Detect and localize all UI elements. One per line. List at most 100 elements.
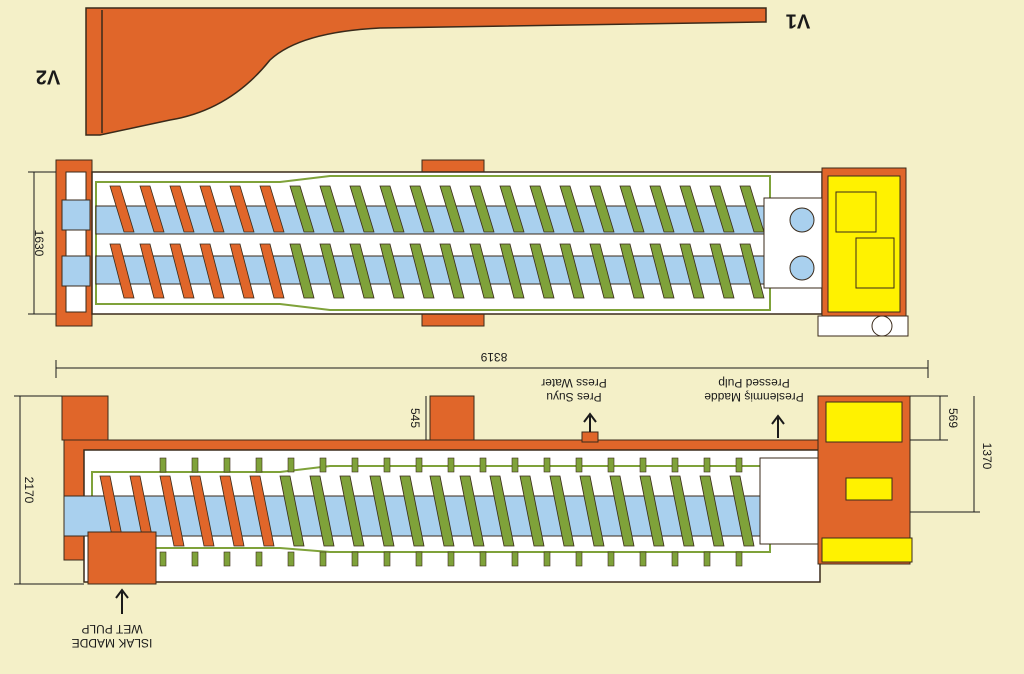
screw-flight xyxy=(469,185,495,233)
screw-flights-top xyxy=(109,185,765,299)
screen-bar xyxy=(351,551,359,567)
screen-bar xyxy=(575,551,583,567)
screen-bar xyxy=(319,457,327,473)
screen-bar xyxy=(319,551,327,567)
svg-text:545: 545 xyxy=(408,408,422,428)
screw-flight xyxy=(369,475,395,547)
screen-bar xyxy=(607,551,615,567)
top-view xyxy=(28,159,909,337)
screw-flight xyxy=(229,185,255,233)
screen-bar xyxy=(383,551,391,567)
pressed-pulp-label: Preslenmiş Madde Pressed Pulp xyxy=(704,376,804,404)
dim-569: 569 xyxy=(946,408,960,428)
screw-flight xyxy=(139,243,165,299)
screen-bar xyxy=(223,457,231,473)
screw-flight xyxy=(669,475,695,547)
dim-length: 8319 xyxy=(480,350,507,364)
screw-flight xyxy=(409,185,435,233)
screen-bar xyxy=(735,457,743,473)
screw-flight xyxy=(339,475,365,547)
side-view xyxy=(14,395,980,614)
svg-text:1370: 1370 xyxy=(980,443,994,470)
dim-1370: 1370 xyxy=(980,443,994,470)
screen-bar xyxy=(159,457,167,473)
screen-bar xyxy=(415,457,423,473)
screen-bar xyxy=(159,551,167,567)
screw-flight xyxy=(529,243,555,299)
screen-bar xyxy=(607,457,615,473)
screw-flight xyxy=(169,185,195,233)
svg-text:Press Water: Press Water xyxy=(541,376,607,390)
screw-flight xyxy=(439,185,465,233)
screw-flight xyxy=(489,475,515,547)
screen-bar xyxy=(543,457,551,473)
screen-bar xyxy=(479,551,487,567)
screen-bar xyxy=(735,551,743,567)
screen-bar xyxy=(511,457,519,473)
screw-flight xyxy=(499,185,525,233)
screw-flight xyxy=(309,475,335,547)
screen-bar xyxy=(575,457,583,473)
v2-label: V2 xyxy=(36,66,60,88)
screen-bar xyxy=(703,457,711,473)
screw-flight xyxy=(259,243,285,299)
svg-text:569: 569 xyxy=(946,408,960,428)
screen-bar xyxy=(415,551,423,567)
screw-flight xyxy=(279,475,305,547)
screw-flight xyxy=(409,243,435,299)
wet-pulp-label: ISLAK MADDE WET PULP xyxy=(72,622,153,650)
screw-flight xyxy=(349,243,375,299)
screw-flight xyxy=(109,243,135,299)
dim-545: 545 xyxy=(408,408,422,428)
screen-bar xyxy=(703,551,711,567)
screw-flight xyxy=(499,243,525,299)
screw-flight xyxy=(729,475,755,547)
screw-flight xyxy=(109,185,135,233)
screw-flight xyxy=(199,243,225,299)
screen-bar xyxy=(479,457,487,473)
screen-bar xyxy=(287,457,295,473)
screw-flight xyxy=(439,243,465,299)
screw-flight xyxy=(709,243,735,299)
screen-bar xyxy=(639,457,647,473)
screw-flight xyxy=(259,185,285,233)
screw-flight xyxy=(219,475,245,547)
screen-bar xyxy=(671,551,679,567)
svg-text:Pressed Pulp: Pressed Pulp xyxy=(718,376,790,390)
screw-flight xyxy=(649,185,675,233)
screw-flight xyxy=(159,475,185,547)
screw-flight xyxy=(349,185,375,233)
screw-flight xyxy=(639,475,665,547)
screen-bar xyxy=(191,551,199,567)
screw-flight xyxy=(679,185,705,233)
screw-flight xyxy=(289,185,315,233)
volume-profile xyxy=(85,7,767,136)
screw-flight xyxy=(459,475,485,547)
screw-flight xyxy=(379,243,405,299)
screen-bar xyxy=(255,457,263,473)
screen-bar xyxy=(447,457,455,473)
dim-height-side: 2170 xyxy=(22,477,36,504)
v1-label: V1 xyxy=(786,10,810,32)
screw-flight xyxy=(699,475,725,547)
screen-bars xyxy=(159,457,743,567)
screw-flight xyxy=(469,243,495,299)
screw-flight xyxy=(589,243,615,299)
screw-flight xyxy=(529,185,555,233)
screen-bar xyxy=(543,551,551,567)
screw-flight xyxy=(289,243,315,299)
screw-flight xyxy=(619,243,645,299)
screw-flight xyxy=(579,475,605,547)
screw-flight xyxy=(169,243,195,299)
press-water-label: Pres Suyu Press Water xyxy=(541,376,607,404)
svg-text:8319: 8319 xyxy=(480,350,507,364)
svg-text:1630: 1630 xyxy=(32,230,46,257)
screw-flight xyxy=(589,185,615,233)
screen-bar xyxy=(223,551,231,567)
screen-bar xyxy=(383,457,391,473)
screw-flight xyxy=(549,475,575,547)
screw-flight xyxy=(189,475,215,547)
screw-flight xyxy=(519,475,545,547)
screw-flight xyxy=(679,243,705,299)
screen-bar xyxy=(511,551,519,567)
